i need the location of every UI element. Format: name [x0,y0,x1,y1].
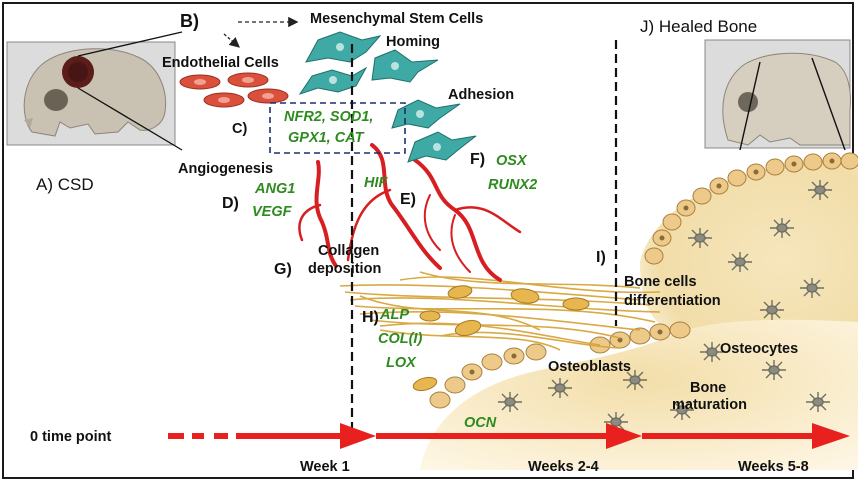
label-adhesion: Adhesion [448,87,515,103]
label-maturation: maturation [672,397,747,413]
label-e: E) [400,191,416,208]
healed-bone-skull-image [704,39,851,151]
endothelial-cells [179,72,289,108]
label-bone: Bone [690,380,727,396]
label-b: B) [180,11,199,31]
collagen-fibers [339,271,661,351]
osteocyte-cells [498,180,832,432]
label-collagen: Collagen [318,243,380,259]
timeline-week1-label: Week 1 [300,459,350,475]
timeline-weeks2-4-label: Weeks 2-4 [528,459,599,475]
gene-ang1: ANG1 [255,181,296,197]
label-mesenchymal-stem-cells: Mesenchymal Stem Cells [310,11,484,27]
label-osteocytes: Osteocytes [720,341,799,357]
gene-lox: LOX [386,355,416,371]
csd-pointer-line [77,31,183,57]
label-angiogenesis: Angiogenesis [178,161,274,177]
gene-vegf: VEGF [252,204,292,220]
label-i: I) [596,249,606,266]
label-deposition: deposition [308,261,382,277]
gene-hif: HIF [364,175,388,191]
csd-skull-image [6,41,176,146]
label-differentiation: differentiation [624,293,721,309]
gene-ocn: OCN [464,415,497,431]
gene-col1: COL(I) [378,331,423,347]
label-d: D) [222,195,239,212]
label-healed-bone: J) Healed Bone [640,17,758,36]
fibroblast-cells [412,285,590,392]
label-c: C) [232,121,248,137]
label-endothelial-cells: Endothelial Cells [162,55,279,71]
gene-alp: ALP [380,307,409,323]
label-h: H) [362,309,379,326]
gene-nfr2-sod1: NFR2, SOD1, [284,109,374,125]
label-csd: A) CSD [36,175,94,194]
label-osteoblasts: Osteoblasts [548,359,631,375]
timeline-arrow [168,423,850,449]
label-f: F) [470,151,486,168]
timeline-weeks5-8-label: Weeks 5-8 [738,459,809,475]
gene-runx2: RUNX2 [488,177,538,193]
label-homing: Homing [386,34,440,50]
gene-gpx1-cat: GPX1, CAT [288,130,364,146]
label-bone-cells: Bone cells [624,274,697,290]
dashed-arrow-to-endothelial [223,33,240,48]
label-g: G) [274,261,292,278]
gene-osx: OSX [496,153,527,169]
blood-vessels [298,143,522,282]
timeline-start-label: 0 time point [30,429,112,445]
csd-pointer-line [77,87,183,151]
antioxidant-gene-box [269,102,406,154]
